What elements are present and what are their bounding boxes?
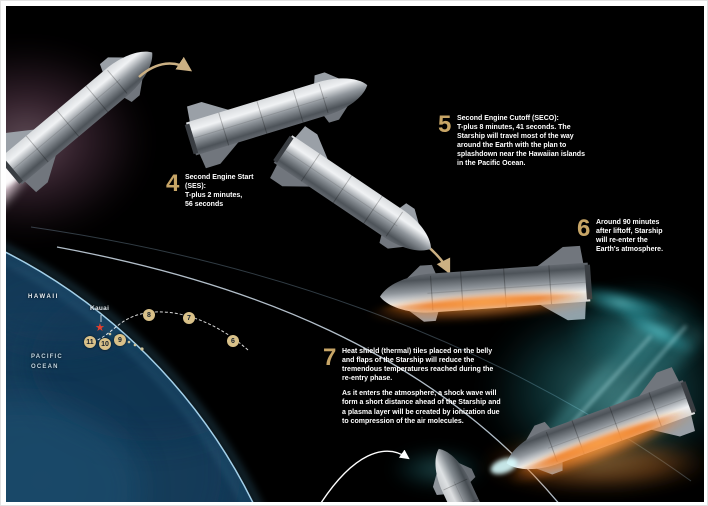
starship-descending: [263, 121, 449, 276]
flight-trajectory-arc: [56, 246, 559, 502]
earth-globe: [6, 244, 271, 502]
trajectory-marker-11: 11: [84, 336, 96, 348]
map-label-hawaii: HAWAII: [28, 294, 59, 300]
step-6-text: Around 90 minutes after liftoff, Starshi…: [596, 218, 671, 254]
step-6-body: Around 90 minutes after liftoff, Starshi…: [596, 219, 664, 254]
step-5-text: Second Engine Cutoff (SECO): T-plus 8 mi…: [457, 114, 590, 169]
step-4-number: 4: [166, 170, 180, 197]
splashdown-star-icon: ★: [95, 322, 105, 334]
bow-shock-glow: [490, 457, 518, 475]
annotation-step-6: 6 Around 90 minutes after liftoff, Stars…: [577, 215, 671, 254]
step-5-title: Second Engine Cutoff (SECO):: [457, 115, 559, 122]
step-7-text: Heat shield (thermal) tiles placed on th…: [342, 347, 503, 426]
pointer-arrow-icon: [320, 449, 410, 502]
infographic-canvas: ★: [6, 6, 704, 502]
trajectory-marker-7: 7: [183, 312, 195, 324]
trajectory-marker-9: 9: [114, 334, 126, 346]
step-6-number: 6: [577, 215, 591, 242]
step-7-number: 7: [323, 344, 337, 371]
annotation-step-4: 4 Second Engine Start (SES): T-plus 2 mi…: [166, 170, 254, 209]
step-4-text: Second Engine Start (SES): T-plus 2 minu…: [185, 173, 254, 209]
map-label-kauai: Kauai: [90, 305, 110, 312]
step-5-number: 5: [438, 111, 452, 138]
scene-graphic: ★: [6, 27, 704, 502]
map-label-pacific-ocean: PACIFIC OCEAN: [31, 354, 63, 370]
heatshield-glow-reentry: [490, 410, 697, 484]
trajectory-marker-8: 8: [143, 309, 155, 321]
trajectory-marker-10: 10: [99, 338, 111, 350]
curved-arrow-top-icon: [138, 56, 193, 78]
step-7-body-2: As it enters the atmosphere, a shock wav…: [342, 390, 501, 425]
annotation-step-7: 7 Heat shield (thermal) tiles placed on …: [323, 344, 503, 426]
step-7-body-1: Heat shield (thermal) tiles placed on th…: [342, 348, 494, 383]
step-5-body: T-plus 8 minutes, 41 seconds. The Starsh…: [457, 124, 585, 168]
step-4-title: Second Engine Start (SES):: [185, 174, 254, 191]
annotation-step-5: 5 Second Engine Cutoff (SECO): T-plus 8 …: [438, 111, 590, 169]
step-4-body: T-plus 2 minutes, 56 seconds: [185, 192, 243, 209]
trajectory-marker-6: 6: [227, 335, 239, 347]
heatshield-glow-early: [366, 290, 602, 322]
